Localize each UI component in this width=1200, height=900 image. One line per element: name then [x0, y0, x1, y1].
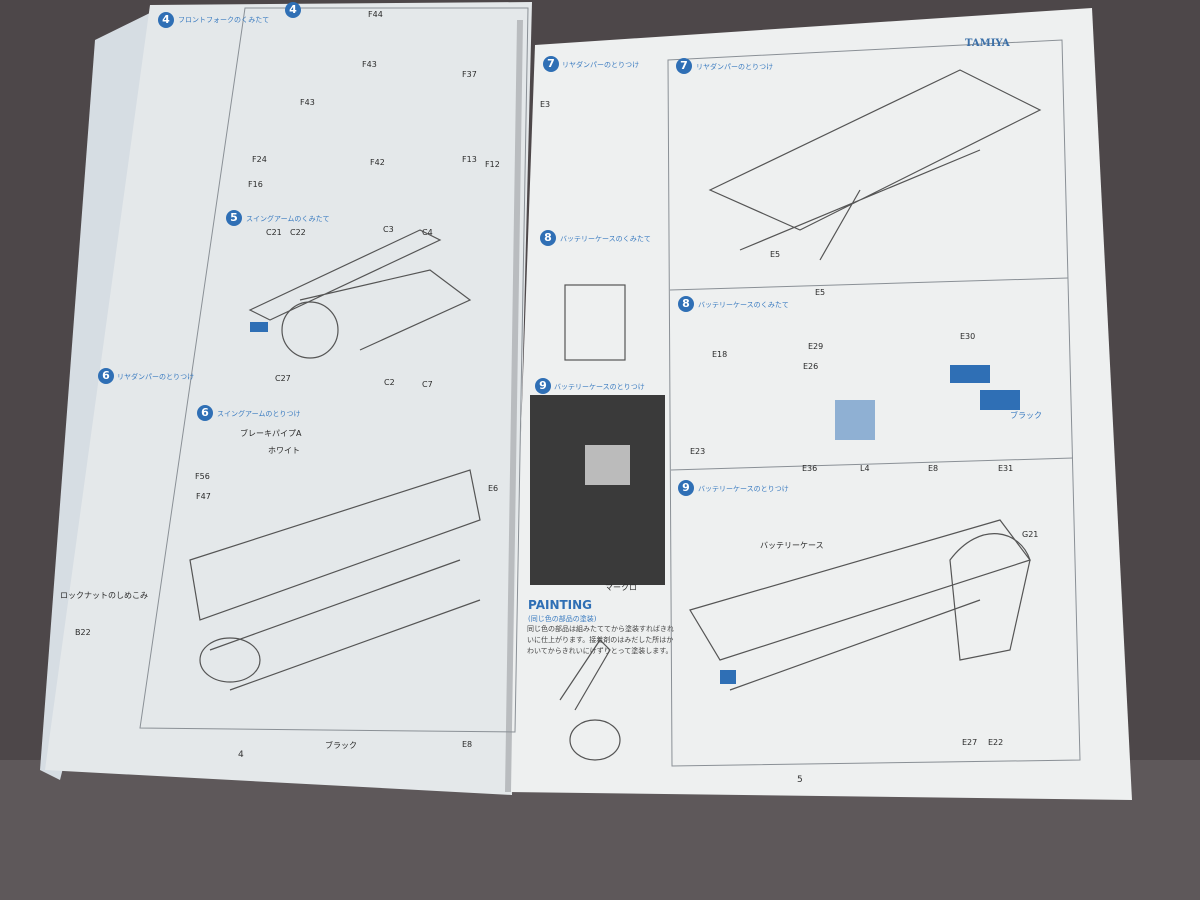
divider: [669, 277, 1069, 291]
brand-logo: TAMIYA: [965, 38, 1010, 49]
battery-in-photo: [585, 445, 630, 485]
painting-subheading: (同じ色の部品の塗装): [528, 615, 597, 623]
page-number: 4: [238, 750, 244, 760]
part-label: F37: [462, 70, 477, 79]
part-label: E26: [803, 362, 819, 371]
part-illustrations: [189, 69, 1042, 761]
step-badge: 7: [543, 56, 559, 72]
part-label: E27: [962, 738, 978, 747]
painting-heading: PAINTING: [528, 598, 593, 612]
note: ブラック: [325, 741, 357, 750]
divider: [670, 457, 1074, 471]
part-label: G21: [1022, 530, 1039, 539]
part-label: E8: [928, 464, 939, 473]
step-title: リヤダンパーのとりつけ: [562, 61, 640, 69]
part-label: C27: [275, 374, 291, 383]
spine: [505, 19, 523, 793]
part-label: F56: [195, 472, 210, 481]
left-page: [45, 2, 532, 795]
part-label: E30: [960, 332, 976, 341]
painting-text: 同じ色の部品は組みたててから塗装すればきれいに仕上がります。接着剤のはみだした所…: [527, 625, 674, 655]
step-title: バッテリーケースのとりつけ: [698, 485, 789, 493]
part-label: E5: [815, 288, 826, 297]
part-label: C7: [422, 380, 433, 389]
right-frame: [667, 39, 1081, 767]
step-title: バッテリーケースのとりつけ: [554, 383, 645, 391]
step-badge: 9: [535, 378, 551, 394]
part-label: C21: [266, 228, 282, 237]
part-label: F12: [485, 160, 500, 169]
note: ロックナットのしめこみ: [60, 591, 148, 600]
part-label: F43: [300, 98, 315, 107]
note: マークロ: [605, 583, 637, 592]
note: ホワイト: [268, 446, 300, 455]
part-label: F42: [370, 158, 385, 167]
note: バッテリーケース: [760, 541, 824, 550]
note: ブレーキパイプA: [240, 429, 302, 438]
step-badge: 7: [676, 58, 692, 74]
part-label: C2: [384, 378, 395, 387]
part-label: E36: [802, 464, 818, 473]
step-badge: 8: [540, 230, 556, 246]
battery-photo: [530, 395, 665, 585]
part-label: C4: [422, 228, 433, 237]
part-label: E29: [808, 342, 824, 351]
step-badge: 6: [98, 368, 114, 384]
part-label: F24: [252, 155, 267, 164]
part-label: C22: [290, 228, 306, 237]
step-badge: 5: [226, 210, 242, 226]
step-title: フロントフォークのくみたて: [178, 16, 270, 24]
part-label: E3: [540, 100, 551, 109]
step-badge: 8: [678, 296, 694, 312]
note: ブラック: [1010, 411, 1042, 420]
part-label: E31: [998, 464, 1014, 473]
step-badge: 4: [158, 12, 174, 28]
part-label: B22: [75, 628, 91, 637]
part-label: E18: [712, 350, 728, 359]
part-label: E6: [488, 484, 499, 493]
part-label: E8: [462, 740, 473, 749]
part-label: E5: [770, 250, 781, 259]
step-badge: 9: [678, 480, 694, 496]
part-label: F44: [368, 10, 383, 19]
step-title: スイングアームのとりつけ: [217, 410, 301, 418]
part-label: F43: [362, 60, 377, 69]
part-label: E23: [690, 447, 706, 456]
part-label: E22: [988, 738, 1004, 747]
step-badge: 6: [197, 405, 213, 421]
part-label: F47: [196, 492, 211, 501]
step-title: バッテリーケースのくみたて: [698, 301, 789, 309]
step-title: スイングアームのくみたて: [246, 215, 330, 223]
step-badge: 4: [285, 2, 301, 18]
part-label: F13: [462, 155, 477, 164]
step-title: リヤダンパーのとりつけ: [117, 373, 195, 381]
blue-highlights: [250, 322, 1020, 684]
step-title: バッテリーケースのくみたて: [560, 235, 651, 243]
part-label: L4: [860, 464, 870, 473]
left-frame: [139, 7, 529, 733]
step-title: リヤダンパーのとりつけ: [696, 63, 774, 71]
part-label: F16: [248, 180, 263, 189]
part-label: C3: [383, 225, 394, 234]
page-number: 5: [797, 775, 803, 785]
